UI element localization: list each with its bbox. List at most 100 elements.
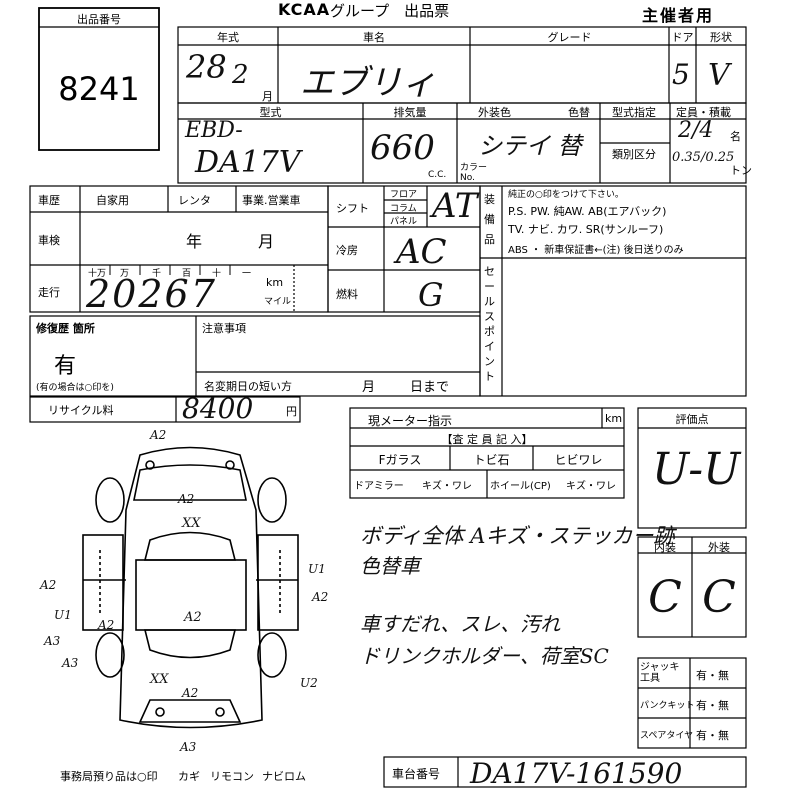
equipment-line-3: ABS ・ 新車保証書←(注) 後日送りのみ: [508, 245, 684, 256]
diagram-mark-5: A2: [40, 578, 57, 592]
inspector-note-4: ドリンクホルダー、荷室SC: [360, 644, 609, 668]
diagram-mark-15: U2: [300, 676, 318, 690]
exterior-color-label: 外装色: [478, 106, 511, 119]
digit-100k: 十万: [88, 269, 107, 279]
persons-unit: 名: [730, 130, 741, 143]
diagram-mark-6: U1: [54, 608, 72, 622]
mileage-value: 20267: [86, 272, 217, 316]
history-option-rental: レンタ: [178, 194, 211, 207]
model-value-2: DA17V: [195, 145, 301, 180]
grade-label: グレード: [547, 31, 592, 44]
mileage-label: 走行: [38, 286, 60, 299]
diagram-mark-4: A2: [184, 610, 202, 625]
year-value: 28: [186, 48, 227, 86]
capacity-label: 定員・積載: [676, 106, 731, 119]
car-diagram: [82, 446, 299, 729]
diagram-mark-14: A3: [62, 656, 79, 670]
color-change-label: 色替: [568, 106, 590, 119]
inspector-note-1: ボディ全体 Aキズ・ステッカー跡: [360, 524, 675, 548]
office-item-remote: リモコン: [210, 770, 254, 783]
chassis-label: 車台番号: [392, 767, 441, 781]
digit-10: 十: [212, 269, 222, 279]
ac-value: AC: [396, 232, 447, 272]
recycle-label: リサイクル料: [48, 404, 114, 417]
short-expiry-label: 名変期日の短い方: [204, 380, 292, 393]
equipment-label: 装備品: [484, 193, 495, 246]
color-no-label: カラーNo.: [460, 163, 488, 183]
km-unit: km: [266, 276, 284, 289]
inspector-note-3: 車すだれ、スレ、汚れ: [360, 612, 561, 636]
office-item-key: カギ: [178, 770, 200, 783]
digit-10k: 万: [120, 269, 130, 279]
repair-note: (有の場合は○印を): [36, 383, 114, 393]
diagram-mark-7: A2: [312, 590, 329, 604]
caution-label: 注意事項: [202, 322, 246, 335]
shift-value: AT: [432, 186, 478, 226]
history-option-business: 事業.営業車: [242, 194, 301, 207]
diagram-mark-1: A2: [150, 428, 167, 442]
cc-unit: C.C.: [428, 170, 447, 180]
rating-label: 評価点: [675, 413, 709, 426]
repair-value: 有: [54, 354, 77, 379]
shift-option-floor: フロア: [390, 190, 418, 200]
puncture-kit-label: パンクキット: [640, 701, 695, 711]
exterior-label: 外装: [708, 541, 730, 554]
sales-point-label: セールスポイント: [484, 265, 495, 383]
equipment-line-1: P.S. PW. 純AW. AB(エアバック): [508, 205, 667, 218]
inspection-month-unit: 月: [258, 232, 275, 251]
inspector-label: 【査 定 員 記 入】: [441, 433, 533, 446]
spare-tire-value: 有・無: [696, 729, 729, 742]
mirror-cond: キズ・ワレ: [422, 481, 472, 492]
expiry-month-unit: 月: [362, 380, 376, 395]
shift-option-panel: パネル: [390, 217, 418, 227]
model-label: 型式: [259, 106, 282, 119]
diagram-mark-9: A3: [44, 634, 61, 648]
inspector-note-2: 色替車: [360, 554, 420, 578]
door-label: ドア: [671, 31, 694, 44]
office-item-navirom: ナビロム: [262, 770, 306, 783]
shift-option-column: コラム: [390, 204, 417, 214]
ac-label: 冷房: [336, 244, 358, 257]
history-label: 車歴: [38, 194, 60, 207]
organizer-label: 主催者用: [642, 6, 715, 25]
recycle-value: 8400: [182, 392, 254, 425]
type-designation-label: 型式指定: [612, 106, 656, 119]
interior-label: 内装: [654, 541, 676, 554]
classification-label: 類別区分: [612, 148, 656, 161]
year-label: 年式: [217, 31, 239, 44]
lot-label: 出品番号: [77, 13, 121, 26]
glass-item-crack: ヒビワレ: [554, 453, 603, 467]
diagram-mark-12: A2: [182, 686, 199, 700]
history-option-private: 自家用: [96, 194, 129, 207]
inspection-label: 車検: [38, 234, 60, 247]
equipment-line-2: TV. ナビ. カワ. SR(サンルーフ): [508, 223, 664, 236]
meter-unit: km: [605, 412, 623, 425]
mile-unit: マイル: [264, 297, 292, 307]
exterior-value: C: [702, 572, 736, 623]
fuel-label: 燃料: [336, 288, 358, 301]
glass-item-f: Fガラス: [378, 453, 422, 467]
jack-tool-value: 有・無: [696, 669, 729, 682]
door-value: 5: [672, 58, 690, 91]
diagram-mark-13: A3: [180, 740, 197, 754]
month-value: 2: [232, 60, 249, 90]
kcaa-logo: KCAA: [278, 0, 331, 19]
displacement-value: 660: [370, 128, 435, 168]
digit-100: 百: [182, 269, 192, 279]
chassis-value: DA17V-161590: [470, 757, 683, 790]
inspection-year-unit: 年: [186, 232, 203, 251]
expiry-day-unit: 日まで: [410, 380, 450, 395]
recycle-unit: 円: [286, 405, 297, 418]
interior-value: C: [648, 572, 682, 623]
office-items-label: 事務局預り品は○印: [60, 770, 158, 783]
rating-value: U-U: [652, 444, 741, 495]
month-unit: 月: [262, 90, 273, 103]
spare-tire-label: スペアタイヤ: [640, 731, 694, 741]
diagram-mark-2: A2: [178, 492, 195, 506]
diagram-mark-10: A2: [98, 618, 115, 632]
form-title: グループ 出品票: [330, 2, 450, 20]
shape-label: 形状: [710, 31, 732, 44]
shift-label: シフト: [336, 202, 369, 215]
exterior-color-value: シテイ 替: [478, 132, 582, 160]
